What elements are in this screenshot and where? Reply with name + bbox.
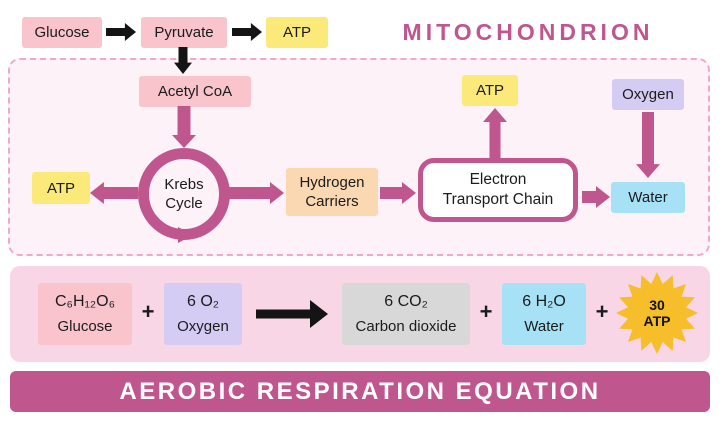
krebs-cycle-circle: Krebs Cycle — [138, 148, 230, 240]
co2-formula: 6 CO₂ — [384, 293, 428, 310]
hydrogen-carriers-line2: Carriers — [305, 193, 359, 210]
atp-box-etc: ATP — [462, 75, 518, 106]
glucose-name: Glucose — [57, 318, 113, 335]
krebs-label-line1: Krebs — [164, 175, 204, 193]
pyruvate-box: Pyruvate — [141, 17, 227, 48]
electron-transport-chain-box: Electron Transport Chain — [418, 158, 578, 222]
banner: AEROBIC RESPIRATION EQUATION — [10, 371, 710, 412]
arrow-right-icon — [228, 182, 284, 204]
arrow-right-icon — [232, 23, 262, 41]
oxygen-box: Oxygen — [612, 79, 684, 110]
atp-star-line1: 30 — [649, 296, 665, 313]
atp-star-line2: ATP — [643, 313, 671, 329]
water-formula: 6 H₂O — [522, 293, 566, 310]
arrow-right-icon — [582, 186, 610, 208]
acetyl-coa-box: Acetyl CoA — [139, 76, 251, 107]
hydrogen-carriers-line1: Hydrogen — [299, 173, 365, 191]
arrow-right-icon — [380, 182, 416, 204]
atp-box-krebs: ATP — [32, 172, 90, 204]
arrow-right-icon — [106, 23, 136, 41]
equation-co2-box: 6 CO₂ Carbon dioxide — [342, 283, 470, 345]
co2-name: Carbon dioxide — [355, 318, 457, 335]
equation-oxygen-box: 6 O₂ Oxygen — [164, 283, 242, 345]
water-box: Water — [611, 182, 685, 213]
glucose-box: Glucose — [22, 17, 102, 48]
equation-water-box: 6 H₂O Water — [502, 283, 586, 345]
mitochondrion-title: MITOCHONDRION — [402, 19, 654, 45]
etc-line1: Electron — [469, 170, 527, 188]
mitochondrion-panel — [8, 58, 710, 256]
etc-line2: Transport Chain — [442, 191, 554, 208]
oxygen-formula: 6 O₂ — [187, 293, 219, 310]
equation-atp-star: 30 ATP — [616, 272, 698, 354]
water-name: Water — [524, 318, 564, 335]
oxygen-name: Oxygen — [177, 318, 229, 335]
plus-sign: + — [141, 299, 155, 324]
plus-sign: + — [479, 299, 493, 324]
arrow-left-icon — [90, 182, 138, 204]
plus-sign: + — [595, 299, 609, 324]
arrow-down-icon — [174, 47, 192, 74]
atp-box-glycolysis: ATP — [266, 17, 328, 48]
glucose-formula: C₆H₁₂O₆ — [54, 293, 116, 310]
equation-glucose-box: C₆H₁₂O₆ Glucose — [38, 283, 132, 345]
hydrogen-carriers-box: Hydrogen Carriers — [286, 168, 378, 216]
krebs-label-line2: Cycle — [165, 195, 203, 212]
